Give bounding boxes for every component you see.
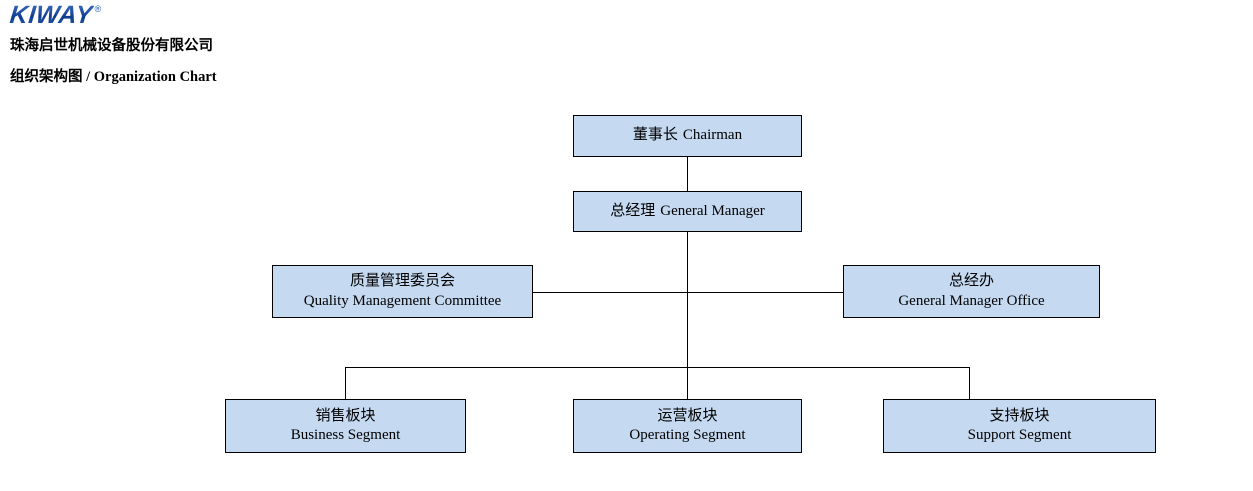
kiway-logo: KIWAY ® — [9, 1, 102, 29]
node-support-segment-label-cn: 支持板块 — [989, 407, 1050, 424]
node-general-manager[interactable]: 总经理 General Manager — [573, 191, 802, 232]
node-quality-management-committee[interactable]: 质量管理委员会 Quality Management Committee — [272, 265, 533, 318]
node-business-segment-label-en: Business Segment — [290, 427, 401, 443]
node-general-manager-office[interactable]: 总经办 General Manager Office — [843, 265, 1100, 318]
node-general-manager-office-label-en: General Manager Office — [898, 292, 1045, 309]
connector-drop-support-segment — [968, 367, 971, 399]
page-header: KIWAY ® 珠海启世机械设备股份有限公司 组织架构图 / Organizat… — [9, 0, 610, 92]
node-business-segment[interactable]: 销售板块 Business Segment — [225, 399, 466, 453]
connector-drop-business-segment — [344, 367, 347, 399]
node-chairman-label-en: Chairman — [682, 127, 743, 144]
connector-chairman-to-general-manager — [686, 157, 689, 191]
company-name: 珠海启世机械设备股份有限公司 — [10, 38, 213, 54]
node-quality-management-committee-label-en: Quality Management Committee — [303, 292, 502, 309]
registered-trademark-icon: ® — [94, 4, 102, 14]
connector-branch-bar — [345, 366, 969, 369]
connector-drop-operating-segment — [686, 367, 689, 399]
node-general-manager-label-en: General Manager — [660, 202, 765, 219]
node-chairman-label-cn: 董事长 — [632, 127, 678, 144]
node-chairman[interactable]: 董事长 Chairman — [573, 115, 802, 157]
node-operating-segment-label-cn: 运营板块 — [657, 407, 718, 424]
node-support-segment[interactable]: 支持板块 Support Segment — [883, 399, 1156, 453]
node-support-segment-label-en: Support Segment — [967, 427, 1072, 443]
node-general-manager-office-label-cn: 总经办 — [948, 273, 994, 290]
connector-quality-committee-to-spine — [533, 291, 687, 294]
connector-general-manager-spine — [686, 232, 689, 367]
connector-spine-to-general-manager-office — [686, 291, 844, 294]
node-general-manager-label-cn: 总经理 — [610, 202, 656, 219]
node-quality-management-committee-label-cn: 质量管理委员会 — [349, 273, 455, 290]
node-operating-segment[interactable]: 运营板块 Operating Segment — [573, 399, 802, 453]
node-operating-segment-label-en: Operating Segment — [629, 427, 746, 443]
node-business-segment-label-cn: 销售板块 — [315, 407, 376, 424]
page-title: 组织架构图 / Organization Chart — [10, 69, 217, 85]
